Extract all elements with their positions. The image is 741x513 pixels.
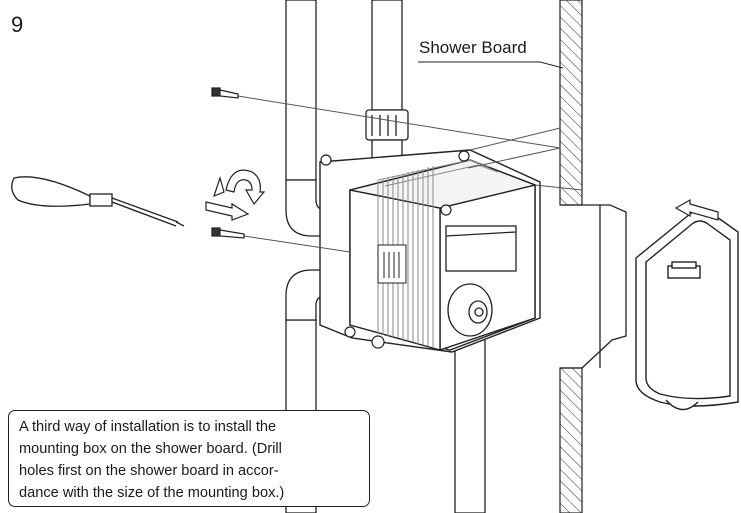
cartridge-valve: [445, 225, 517, 337]
note-line-4: dance with the size of the mounting box.…: [19, 485, 285, 501]
note-line-2: mounting box on the shower board. (Drill: [19, 441, 282, 457]
note-line-1: A third way of installation is to instal…: [19, 419, 277, 435]
instruction-note: A third way of installation is to instal…: [8, 410, 370, 507]
cover-plate: [635, 208, 739, 411]
wall-recess-frame: [581, 204, 627, 369]
supply-pipes: [285, 0, 486, 513]
box-corner-screws: [320, 150, 470, 349]
mounting-screws: [211, 87, 561, 253]
screwdriver-icon: [11, 176, 185, 227]
arrow-left-icon: [674, 198, 719, 221]
note-line-3: holes first on the shower board in accor…: [19, 463, 279, 479]
step-number: 9: [11, 12, 24, 37]
shower-board-wall: [559, 0, 583, 513]
box-label-sticker: [377, 244, 407, 284]
shower-board-leader: [418, 61, 564, 69]
alignment-lines: [467, 127, 583, 191]
rotate-clockwise-icon: [213, 169, 266, 206]
shower-board-label: Shower Board: [419, 38, 527, 57]
arrow-right-icon: [205, 201, 250, 221]
